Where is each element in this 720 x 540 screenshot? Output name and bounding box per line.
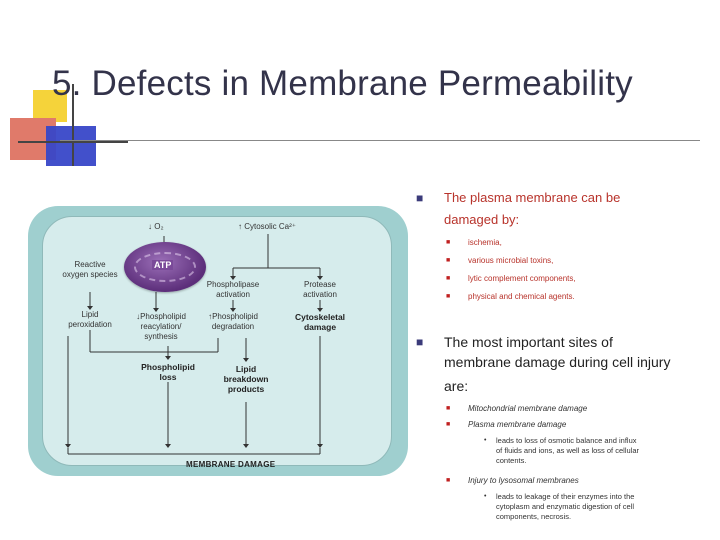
decor-horizontal-line (18, 141, 128, 143)
decor-blue-square (46, 126, 96, 166)
lipid-peroxidation-label: Lipid peroxidation (68, 310, 112, 329)
diagram-arrows (65, 234, 323, 455)
phospholipase-activation-label: Phospholipase activation (206, 280, 260, 299)
phospholipid-loss-label: Phospholipid loss (141, 362, 195, 382)
square-bullet-icon: ■ (446, 293, 451, 300)
square-bullet-icon: ■ (446, 421, 451, 428)
phospholipid-reacylation-label: ↓Phospholipid reacylation/ synthesis (136, 312, 186, 341)
cytosolic-calcium-label: ↑ Cytosolic Ca²⁺ (238, 222, 297, 231)
membrane-damage-label: MEMBRANE DAMAGE (186, 460, 276, 469)
title-underline (60, 140, 700, 141)
cell-cytoplasm (42, 216, 392, 466)
oxygen-decrease-label: ↓ O₂ (148, 222, 164, 231)
decor-vertical-line (72, 84, 74, 166)
bullet-important-sites: ■ The most important sites of membrane d… (416, 334, 671, 394)
phospholipid-degradation-label: ↑Phospholipid degradation (208, 312, 258, 331)
atp-label: ATP (152, 260, 174, 270)
square-bullet-icon: ■ (446, 239, 451, 246)
membrane-damage-diagram: ↓ O₂ ↑ Cytosolic Ca²⁺ ATP Reactive oxyge… (28, 196, 416, 496)
square-bullet-icon: ■ (416, 335, 424, 349)
square-bullet-icon: ■ (446, 477, 451, 484)
dot-bullet-icon: • (484, 437, 487, 444)
square-bullet-icon: ■ (446, 405, 451, 412)
dot-bullet-icon: • (484, 493, 487, 500)
square-bullet-icon: ■ (416, 191, 424, 205)
lipid-breakdown-products-label: Lipid breakdown products (223, 364, 269, 394)
square-bullet-icon: ■ (446, 275, 451, 282)
decor-yellow-square (33, 90, 67, 122)
reactive-oxygen-species-label: Reactive oxygen species (62, 260, 118, 279)
bullet-text-line2: damaged by: (444, 212, 520, 227)
bullet-text-line1: The plasma membrane can be (444, 190, 621, 205)
slide-title: 5. Defects in Membrane Permeability (52, 64, 633, 103)
bullet-plasma-membrane: ■ The plasma membrane can be damaged by: (416, 188, 706, 230)
protease-activation-label: Protease activation (303, 280, 337, 299)
square-bullet-icon: ■ (446, 257, 451, 264)
cytoskeletal-damage-label: Cytoskeletal damage (294, 312, 346, 332)
